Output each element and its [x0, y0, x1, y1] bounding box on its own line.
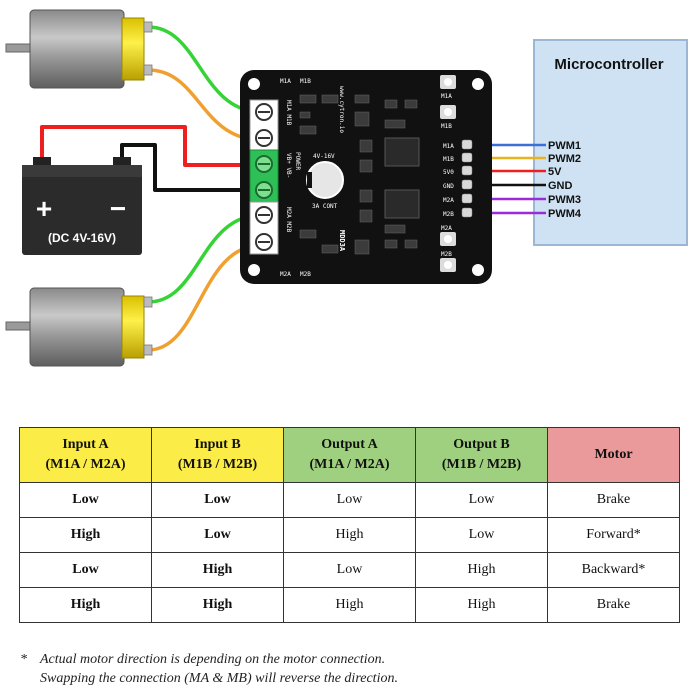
board-current-text: 3A CONT [312, 203, 338, 210]
header-pin-label-5v0: 5V0 [443, 169, 454, 176]
header-output-b: Output B(M1B / M2B) [415, 427, 548, 483]
cell-output-a: High [283, 587, 416, 623]
footnote-text-1: Actual motor direction is depending on t… [40, 652, 386, 667]
board-button-label-m1a: M1A [441, 93, 452, 100]
battery-plus: + [36, 193, 52, 224]
footnote-mark: * [20, 652, 27, 667]
cell-input-b: High [151, 587, 284, 623]
truth-table-header-row: Input A(M1A / M2A) Input B(M1B / M2B) Ou… [19, 427, 680, 483]
footnote-line-1: * Actual motor direction is depending on … [20, 650, 398, 669]
mc-pin-gnd: GND [548, 180, 573, 192]
cell-input-a: High [19, 517, 152, 553]
cell-input-a: Low [19, 482, 152, 518]
header-pin-label-gnd: GND [443, 183, 454, 190]
header-pins [461, 139, 473, 218]
board-capacitor [306, 161, 344, 199]
battery-minus: − [110, 193, 126, 224]
table-row: High High High High Brake [19, 587, 680, 623]
microcontroller-title: Microcontroller [554, 56, 663, 73]
cell-output-a: Low [283, 552, 416, 588]
cell-input-b: Low [151, 517, 284, 553]
header-pin-label-m2a: M2A [443, 197, 454, 204]
board-label-m1a-top: M1A [280, 78, 291, 85]
board-brand-text: www.cytron.io [338, 86, 345, 133]
mc-pin-pwm2: PWM2 [548, 153, 581, 165]
cell-output-b: Low [415, 517, 548, 553]
board-terminal-m1-label: M1A M1B [285, 100, 292, 126]
board-model-text: MDD3A [338, 230, 346, 252]
cell-output-a: Low [283, 482, 416, 518]
board-button-label-m2b: M2B [441, 251, 452, 258]
cell-output-b: Low [415, 482, 548, 518]
battery-wires [40, 125, 262, 192]
cell-input-b: High [151, 552, 284, 588]
cell-input-b: Low [151, 482, 284, 518]
board-voltage-text: 4V-16V [313, 153, 335, 160]
cell-output-b: High [415, 552, 548, 588]
motor-1 [5, 9, 153, 89]
microcontroller: Microcontroller PWM1 PWM2 5V GND PWM3 PW… [533, 39, 688, 246]
board-ic-1 [384, 137, 420, 167]
battery: + − (DC 4V-16V) [22, 157, 142, 255]
board-label-m2a-bottom: M2A [280, 271, 291, 278]
header-pin-label-m1a: M1A [443, 143, 454, 150]
header-pin-label-m2b: M2B [443, 211, 454, 218]
mc-pin-5v: 5V [548, 166, 562, 178]
motor-driver-board: M1A M1B M2A M2B M1A M1B VB+ VB- M2A M2B … [240, 70, 492, 284]
board-terminal-power-label: VB+ VB- [285, 153, 292, 178]
cell-output-b: High [415, 587, 548, 623]
board-button-label-m2a: M2A [441, 225, 452, 232]
mc-pin-pwm4: PWM4 [548, 208, 582, 220]
table-row: Low High Low High Backward* [19, 552, 680, 588]
mc-pin-pwm1: PWM1 [548, 140, 581, 152]
cell-motor: Forward* [547, 517, 680, 553]
truth-table: Input A(M1A / M2A) Input B(M1B / M2B) Ou… [19, 427, 680, 623]
board-power-text: POWER [294, 152, 301, 170]
battery-voltage-label: (DC 4V-16V) [48, 231, 116, 245]
cell-motor: Brake [547, 587, 680, 623]
cell-motor: Backward* [547, 552, 680, 588]
footnote: * Actual motor direction is depending on … [20, 650, 398, 688]
board-label-m2b-bottom: M2B [300, 271, 311, 278]
board-label-m1b-top: M1B [300, 78, 311, 85]
cell-input-a: High [19, 587, 152, 623]
cell-output-a: High [283, 517, 416, 553]
motor-2 [5, 287, 153, 367]
header-input-a: Input A(M1A / M2A) [19, 427, 152, 483]
wire-battery-black [120, 143, 262, 192]
header-output-a: Output A(M1A / M2A) [283, 427, 416, 483]
board-ic-2 [384, 189, 420, 219]
mc-pin-pwm3: PWM3 [548, 194, 581, 206]
table-row: Low Low Low Low Brake [19, 482, 680, 518]
wire-battery-red [40, 125, 262, 167]
cell-input-a: Low [19, 552, 152, 588]
cell-motor: Brake [547, 482, 680, 518]
footnote-line-2: Swapping the connection (MA & MB) will r… [40, 671, 398, 686]
header-motor: Motor [547, 427, 680, 483]
header-pin-label-m1b: M1B [443, 156, 454, 163]
header-input-b: Input B(M1B / M2B) [151, 427, 284, 483]
wiring-diagram: Microcontroller PWM1 PWM2 5V GND PWM3 PW… [5, 9, 688, 367]
board-terminal-m2-label: M2A M2B [285, 207, 292, 233]
table-row: High Low High Low Forward* [19, 517, 680, 553]
board-button-label-m1b: M1B [441, 123, 452, 130]
